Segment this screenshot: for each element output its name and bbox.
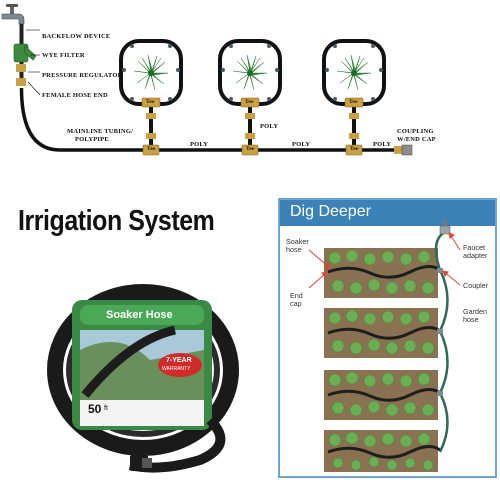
label-soaker-hose: Soaker hose <box>286 238 309 255</box>
label-end-cap: End cap <box>290 292 303 309</box>
label-coupler: Coupler <box>463 282 488 290</box>
dig-deeper-title: Dig Deeper <box>290 203 371 221</box>
label-faucet-adapter: Faucet adapter <box>463 244 487 261</box>
label-garden-hose: Garden hose <box>463 308 487 325</box>
